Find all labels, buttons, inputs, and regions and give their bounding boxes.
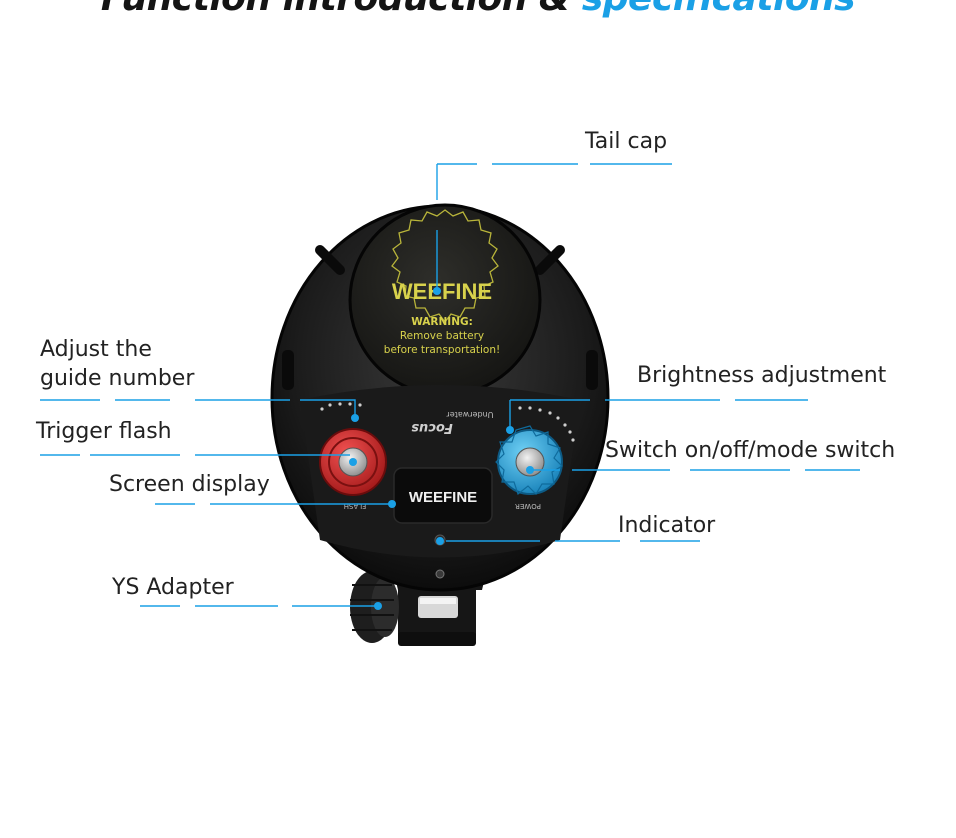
callout-guide-number-line-2: guide number [40, 366, 195, 392]
mount-screw [435, 569, 445, 579]
screen-display [393, 467, 493, 524]
brightness-scale [518, 406, 575, 442]
warning-line-1: Remove battery [400, 330, 484, 342]
mount-knob[interactable] [350, 571, 399, 643]
callout-lines [40, 163, 860, 607]
callout-guide-number-line-1: Adjust the [40, 337, 152, 362]
cap-brand: WEEFINE [392, 279, 492, 304]
callout-trigger-flash: Trigger flash [36, 419, 172, 444]
guide-number-scale [320, 402, 362, 411]
power-knob[interactable] [495, 425, 563, 496]
warning-line-2: before transportation! [384, 344, 500, 356]
page-title: Function introduction & specifications [0, 0, 956, 19]
callout-switch-mode: Switch on/off/mode switch [605, 438, 896, 463]
model-text: Focus [411, 420, 453, 435]
warning-title: WARNING: [411, 316, 473, 328]
callout-tail-cap: Tail cap [585, 129, 668, 154]
title-accent-part: specifications [582, 0, 856, 19]
callout-dots [349, 287, 534, 610]
callout-ys-adapter: YS Adapter [112, 575, 234, 600]
callout-guide-number: Adjust the guide number [40, 335, 194, 393]
callout-indicator: Indicator [618, 513, 716, 538]
flash-label: FLASH [344, 502, 367, 510]
panel-text: Underwater [446, 410, 494, 419]
callout-brightness: Brightness adjustment [637, 363, 887, 388]
title-dark-part: Function introduction & [101, 0, 582, 19]
screen-brand: WEEFINE [409, 489, 477, 506]
power-label: POWER [515, 502, 541, 510]
callout-screen-display: Screen display [109, 472, 270, 497]
